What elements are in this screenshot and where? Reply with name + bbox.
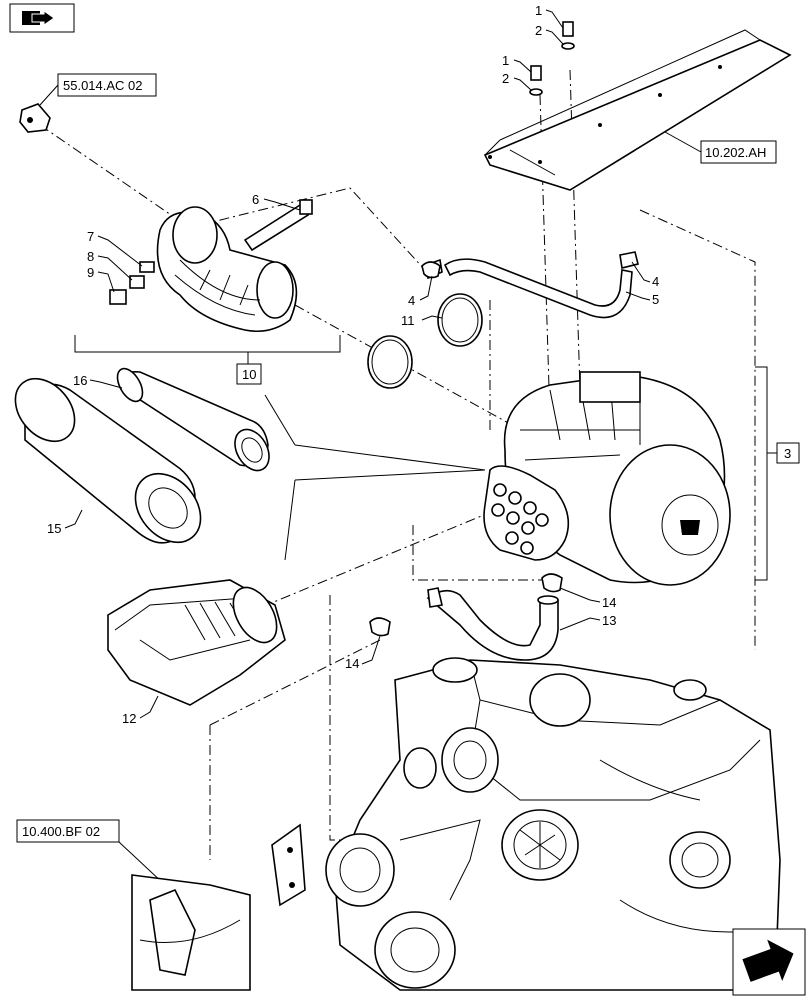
callout-9: 9 — [87, 265, 94, 280]
callout-8: 8 — [87, 249, 94, 264]
callout-2-lower: 2 — [502, 71, 509, 86]
group-bracket-10 — [74, 335, 341, 364]
callout-12: 12 — [122, 711, 136, 726]
hose-clamp-upper — [437, 293, 483, 347]
callout-1-upper: 1 — [535, 3, 542, 18]
callout-7: 7 — [87, 229, 94, 244]
callout-15: 15 — [47, 521, 61, 536]
clamp-14-right — [541, 573, 563, 593]
ref-box-bracket[interactable]: 10.202.AH — [700, 140, 777, 164]
clamp-14-left — [369, 617, 391, 637]
callout-6: 6 — [252, 192, 259, 207]
grommet-parts — [109, 261, 155, 305]
callout-14-left: 14 — [345, 656, 359, 671]
group-3-text: 3 — [784, 446, 791, 461]
pressure-sensor — [19, 103, 51, 133]
mounting-bracket-plate — [483, 29, 792, 191]
outer-filter-cartridge — [14, 377, 202, 544]
callout-numbers: 1 2 1 2 6 7 8 9 4 11 4 5 16 15 12 14 13 … — [47, 3, 659, 726]
group-10-text: 10 — [242, 367, 256, 382]
callout-13: 13 — [602, 613, 616, 628]
callout-1-lower: 1 — [502, 53, 509, 68]
ref-box-engine[interactable]: 10.400.BF 02 — [16, 819, 120, 843]
assembly-center-lines — [39, 69, 756, 860]
breather-hose-lower — [426, 587, 559, 661]
clamp-4-left — [421, 261, 441, 279]
next-page-arrow-icon[interactable] — [732, 928, 806, 996]
callout-leaders — [64, 9, 651, 719]
callout-5: 5 — [652, 292, 659, 307]
sensor-tube — [243, 199, 313, 252]
intake-elbow-hose — [156, 206, 298, 333]
engine-lower-fragment — [131, 874, 251, 991]
bolt-upper — [561, 21, 575, 50]
callout-2-upper: 2 — [535, 23, 542, 38]
callout-4-left: 4 — [408, 293, 415, 308]
callout-14-right: 14 — [602, 595, 616, 610]
group-box-3[interactable]: 3 — [776, 442, 800, 464]
ref-sensor-text: 55.014.AC 02 — [63, 78, 143, 93]
hose-clamp-lower — [367, 335, 413, 389]
bolt-lower — [529, 65, 543, 96]
callout-4-right: 4 — [652, 274, 659, 289]
book-with-arrow-icon[interactable] — [9, 3, 75, 33]
ref-engine-text: 10.400.BF 02 — [22, 824, 100, 839]
callout-16: 16 — [73, 373, 87, 388]
group-box-10[interactable]: 10 — [236, 363, 262, 385]
ref-bracket-text: 10.202.AH — [705, 145, 766, 160]
inner-filter-cartridge — [116, 367, 270, 472]
filter-exploded-leaders — [264, 394, 486, 561]
pre-cleaner-duct — [107, 579, 286, 706]
filter-outlet-holes — [491, 483, 549, 555]
callout-11: 11 — [401, 313, 415, 328]
group-bracket-3 — [755, 366, 777, 581]
air-filter-housing — [483, 371, 731, 586]
ref-box-sensor[interactable]: 55.014.AC 02 — [57, 73, 157, 97]
engine-block — [271, 657, 781, 991]
